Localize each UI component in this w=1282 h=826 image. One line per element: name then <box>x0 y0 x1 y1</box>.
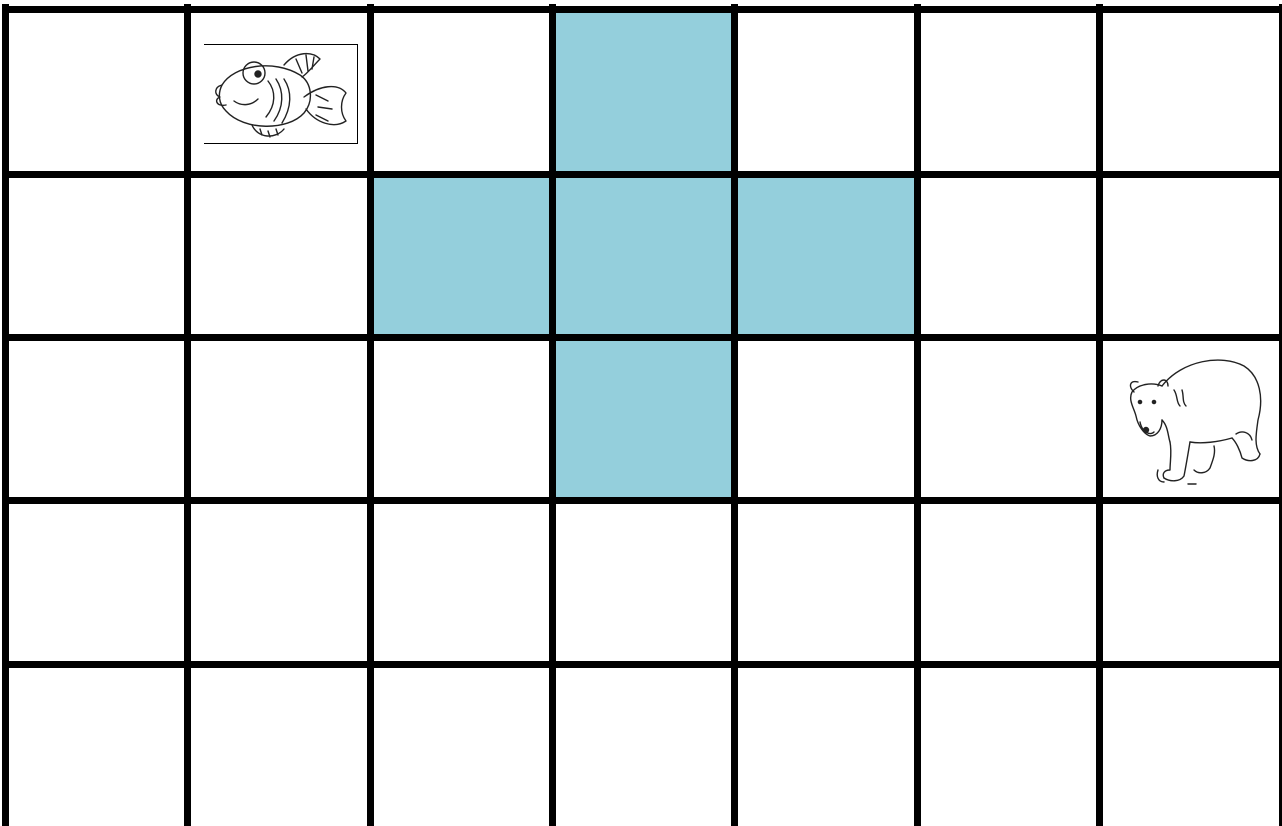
board-cell[interactable] <box>9 668 184 826</box>
highlighted-cell[interactable] <box>374 178 549 334</box>
board-cell[interactable] <box>556 504 731 661</box>
grid-line-vertical <box>1096 4 1103 826</box>
board-cell[interactable] <box>738 13 914 171</box>
board-cell[interactable] <box>921 504 1096 661</box>
board-cell[interactable] <box>738 668 914 826</box>
board-cell[interactable] <box>556 668 731 826</box>
board-cell[interactable] <box>374 504 549 661</box>
board-cell[interactable] <box>374 341 549 497</box>
board-cell[interactable] <box>9 178 184 334</box>
board-cell[interactable] <box>9 13 184 171</box>
board-cell[interactable] <box>1103 504 1279 661</box>
board-cell[interactable] <box>921 341 1096 497</box>
board-cell[interactable] <box>738 504 914 661</box>
board-cell[interactable] <box>191 341 367 497</box>
board-cell[interactable] <box>921 178 1096 334</box>
board-cell[interactable] <box>374 668 549 826</box>
grid-line-vertical <box>731 4 738 826</box>
board-cell[interactable] <box>921 13 1096 171</box>
board-cell[interactable] <box>191 178 367 334</box>
grid-line-vertical <box>549 4 556 826</box>
board-cell[interactable] <box>374 13 549 171</box>
grid-line-horizontal <box>2 171 1282 178</box>
grid-line-horizontal <box>2 334 1282 341</box>
board-cell[interactable] <box>1103 13 1279 171</box>
highlighted-cell[interactable] <box>556 13 731 171</box>
bear-piece[interactable] <box>1118 350 1268 490</box>
fish-icon <box>204 45 356 143</box>
grid-line-vertical <box>914 4 921 826</box>
grid-line-vertical <box>367 4 374 826</box>
board-cell[interactable] <box>9 504 184 661</box>
board-cell[interactable] <box>921 668 1096 826</box>
highlighted-cell[interactable] <box>556 178 731 334</box>
fish-piece[interactable] <box>204 44 358 144</box>
grid-line-horizontal <box>2 6 1282 13</box>
board-cell[interactable] <box>191 504 367 661</box>
bear-icon <box>1118 350 1268 490</box>
board-cell[interactable] <box>191 668 367 826</box>
board-cell[interactable] <box>738 341 914 497</box>
grid-line-vertical <box>184 4 191 826</box>
board-cell[interactable] <box>9 341 184 497</box>
board-cell[interactable] <box>1103 668 1279 826</box>
board-cell[interactable] <box>1103 178 1279 334</box>
highlighted-cell[interactable] <box>738 178 914 334</box>
grid-line-horizontal <box>2 661 1282 668</box>
grid-line-horizontal <box>2 497 1282 504</box>
grid-line-vertical <box>2 4 9 826</box>
highlighted-cell[interactable] <box>556 341 731 497</box>
